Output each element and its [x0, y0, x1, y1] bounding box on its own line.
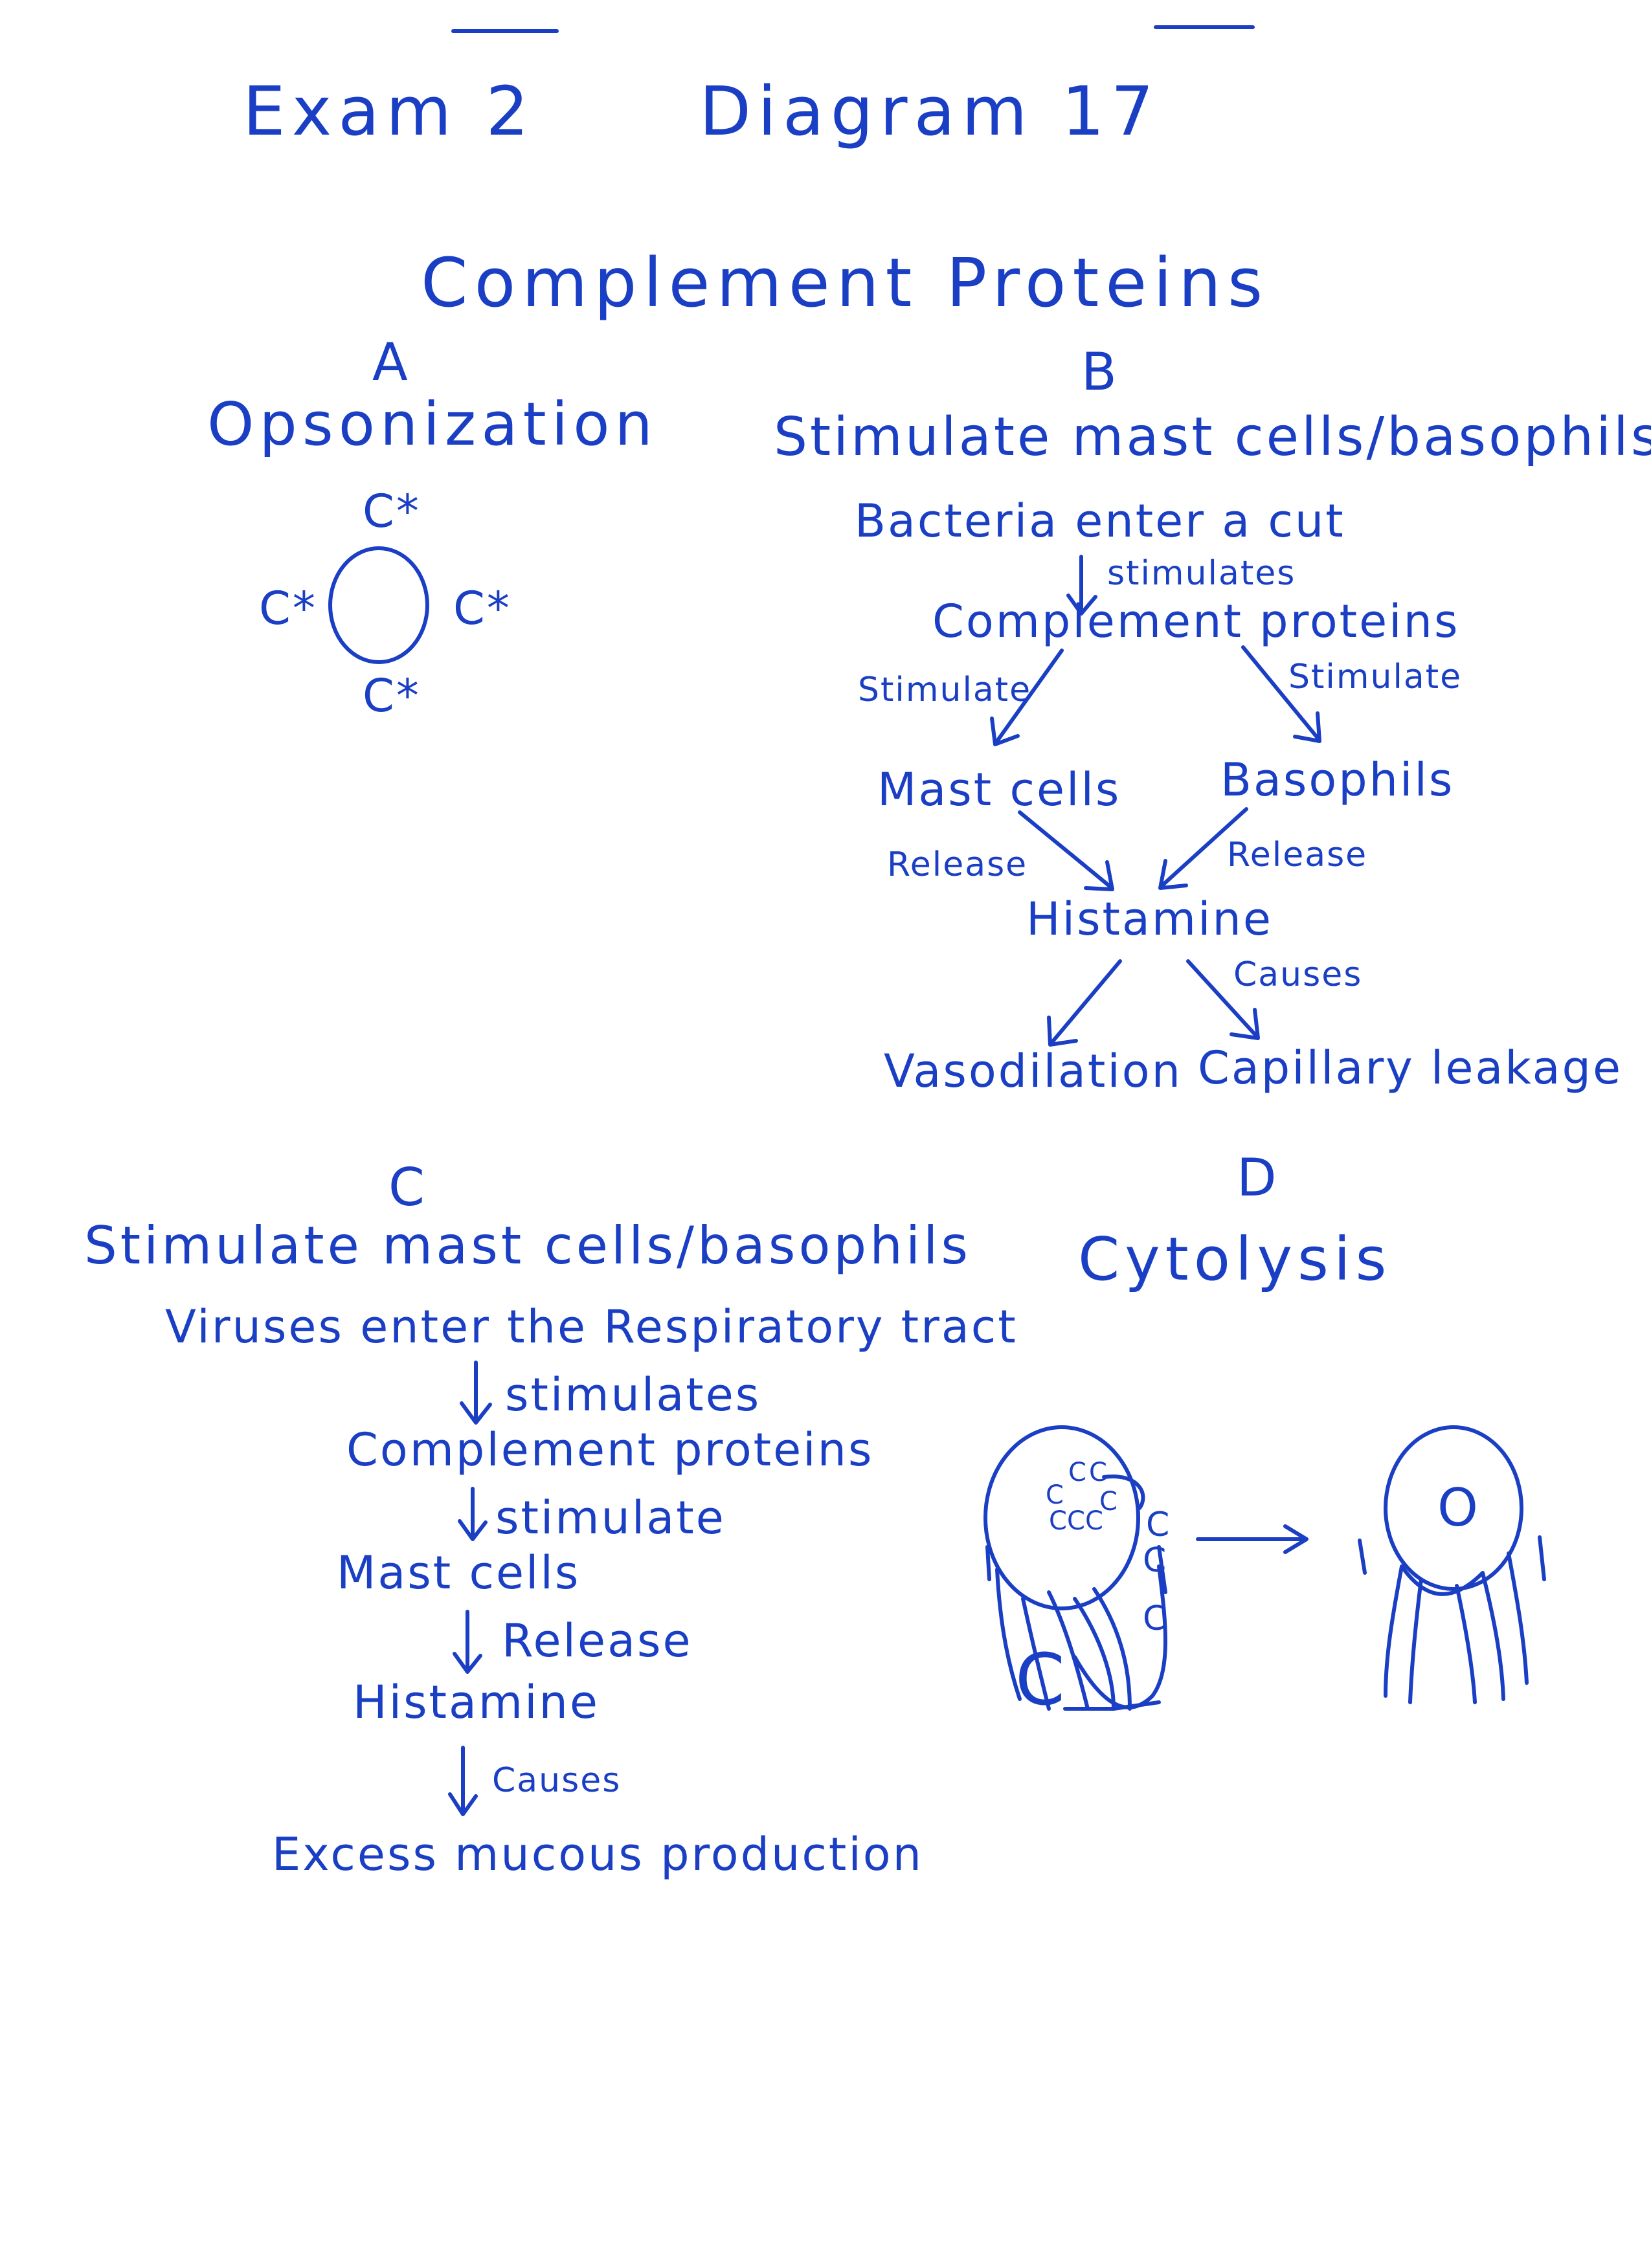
histamine-c: Histamine	[353, 1676, 600, 1729]
complement-label-left: C*	[259, 582, 317, 635]
bacteria-enter-cut: Bacteria enter a cut	[855, 495, 1345, 548]
section-d-title: Cytolysis	[1078, 1225, 1392, 1294]
section-c-title: Stimulate mast cells/basophils	[84, 1216, 972, 1276]
inner-c-5: C	[1049, 1506, 1068, 1536]
histamine-b: Histamine	[1026, 893, 1273, 946]
diagram-number: Diagram 17	[699, 72, 1160, 151]
arrow-lysis	[1196, 1524, 1308, 1554]
arrow-complement-to-basophils	[1241, 645, 1321, 743]
edge-release-left: Release	[887, 845, 1028, 884]
inner-c-2: C	[1089, 1458, 1108, 1487]
page-title: Complement Proteins	[421, 243, 1270, 322]
target-cell-after	[1384, 1425, 1523, 1591]
outer-c-1: C	[1146, 1506, 1171, 1544]
arrow-mast-to-histamine	[1018, 810, 1114, 891]
arrow-complement-to-mast	[990, 649, 1064, 746]
arrow-mast-to-histamine-c	[453, 1610, 482, 1674]
vasodilation: Vasodilation	[884, 1045, 1182, 1098]
target-cell-before	[983, 1425, 1140, 1610]
outer-c-3: C	[1143, 1541, 1168, 1580]
complement-label-bottom: C*	[363, 669, 421, 722]
opsonized-bacterium	[328, 546, 429, 664]
edge-stimulate-left: Stimulate	[858, 671, 1032, 709]
inner-c-1: C	[1068, 1458, 1087, 1487]
section-a-letter: A	[372, 332, 408, 392]
membrane-attack-curve	[1102, 1474, 1145, 1510]
inner-c-4: C	[1099, 1487, 1118, 1517]
section-b-letter: B	[1081, 342, 1117, 402]
edge-causes-c: Causes	[492, 1761, 622, 1800]
viruses-enter-tract: Viruses enter the Respiratory tract	[165, 1300, 1018, 1353]
arrow-virus-to-complement	[460, 1361, 492, 1425]
section-b-title: Stimulate mast cells/basophils:	[774, 406, 1651, 468]
outer-c-2: C	[1143, 1599, 1168, 1638]
complement-enclosure	[1063, 1564, 1167, 1711]
mast-cells-b: Mast cells	[877, 763, 1121, 816]
edge-stimulates-c: stimulates	[505, 1368, 761, 1421]
inner-c-7: C	[1085, 1506, 1104, 1536]
edge-causes-b: Causes	[1233, 955, 1363, 994]
cell-legs-before	[985, 1545, 1167, 1711]
complement-label-right: C*	[453, 582, 511, 635]
section-a-title: Opsonization	[207, 390, 658, 459]
basophils-b: Basophils	[1220, 753, 1455, 806]
complement-proteins-c: Complement proteins	[346, 1423, 874, 1476]
edge-stimulate-right: Stimulate	[1288, 658, 1463, 696]
edge-stimulate-c: stimulate	[495, 1491, 726, 1544]
arrow-histamine-to-capillary	[1186, 959, 1260, 1040]
inner-c-3: C	[1046, 1480, 1064, 1510]
edge-stimulates-b: stimulates	[1107, 554, 1296, 593]
section-d-letter: D	[1237, 1148, 1277, 1208]
cell-legs-after	[1358, 1535, 1546, 1704]
exam-label: Exam 2	[243, 72, 535, 151]
complement-label-top: C*	[363, 485, 421, 538]
section-c-letter: C	[388, 1157, 425, 1217]
mast-cells-c: Mast cells	[337, 1546, 581, 1599]
complement-c-large: C	[1015, 1638, 1070, 1721]
complement-proteins-b: Complement proteins	[932, 595, 1460, 648]
lysed-cell-mark: O	[1437, 1478, 1483, 1538]
arrow-trigger-to-complement	[1066, 555, 1097, 616]
arrow-complement-to-mast-c	[458, 1487, 488, 1541]
edge-release-c: Release	[502, 1614, 693, 1667]
capillary-leakage: Capillary leakage	[1198, 1041, 1623, 1095]
inner-c-6: C	[1067, 1506, 1086, 1536]
arrow-histamine-to-vasodilation	[1047, 959, 1122, 1047]
arrow-histamine-to-effect-c	[448, 1746, 478, 1816]
excess-mucous: Excess mucous production	[272, 1828, 923, 1881]
edge-release-right: Release	[1227, 836, 1368, 874]
arrow-basophils-to-histamine	[1158, 807, 1248, 890]
